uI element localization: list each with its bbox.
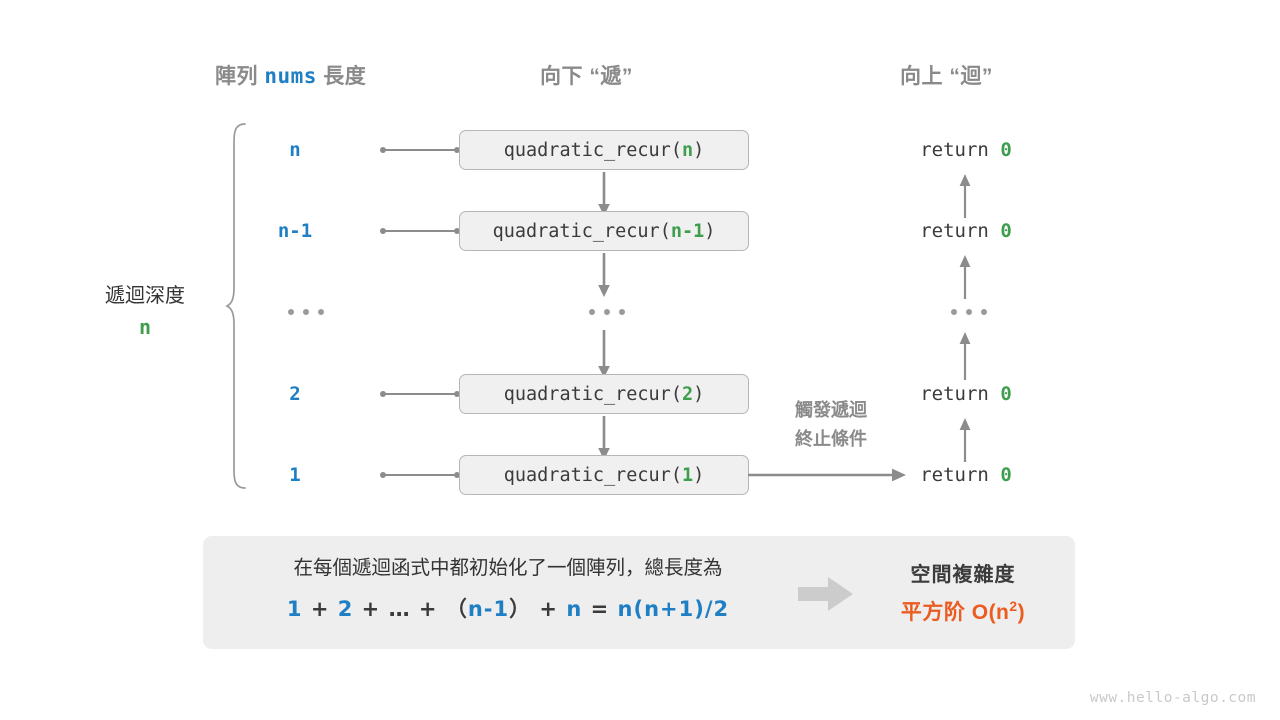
recursion-depth-text: 遞迴深度: [105, 285, 185, 307]
formula-ellipsis: …: [388, 597, 411, 622]
up-arrow-icon: [959, 255, 971, 299]
formula-term-2: 2: [337, 597, 354, 622]
termination-line-2: 終止條件: [795, 429, 867, 450]
array-length-label: 2: [289, 383, 301, 405]
termination-right-arrow-icon: [748, 468, 906, 482]
formula-paren-left: （: [445, 597, 468, 622]
return-keyword: return: [920, 139, 989, 161]
return-keyword: return: [920, 464, 989, 486]
call-box-fn: quadratic_recur: [503, 464, 671, 486]
down-arrow-icon: [598, 330, 610, 378]
formula-paren-right: ）: [509, 597, 532, 622]
return-label-n: return 0: [880, 139, 1052, 161]
return-keyword: return: [920, 383, 989, 405]
depth-brace: [225, 123, 246, 489]
right-block-arrow-icon: [798, 577, 853, 611]
ellipsis-left: [288, 309, 324, 315]
return-label-1: return 0: [880, 464, 1052, 486]
call-box-arg: 1: [681, 464, 694, 486]
ellipsis-right: [951, 309, 987, 315]
formula-op-4: +: [539, 597, 559, 622]
down-arrow-icon: [598, 253, 610, 297]
formula-term-5: n: [566, 597, 583, 622]
formula-equals: =: [590, 597, 610, 622]
termination-annotation: 觸發遞迴 終止條件: [756, 396, 906, 454]
call-box-arg: n: [681, 139, 694, 161]
call-box-2[interactable]: quadratic_recur(2): [459, 374, 749, 414]
header-recursion-down: 向下 “遞”: [540, 65, 633, 88]
return-value: 0: [1000, 464, 1012, 486]
ellipsis-middle: [589, 309, 625, 315]
result-complexity: 平方阶 O(n2): [858, 596, 1068, 626]
call-box-fn: quadratic_recur: [492, 220, 660, 242]
summary-panel: [203, 536, 1075, 649]
call-box-arg: 2: [681, 383, 694, 405]
summary-formula: 1 + 2 + … + （n-1） + n = n(n+1)/2: [228, 593, 788, 623]
return-value: 0: [1000, 383, 1012, 405]
return-value: 0: [1000, 220, 1012, 242]
header-recursion-up: 向上 “迴”: [900, 65, 993, 88]
return-keyword: return: [920, 220, 989, 242]
call-box-1[interactable]: quadratic_recur(1): [459, 455, 749, 495]
watermark: www.hello-algo.com: [1089, 690, 1256, 706]
result-bigo: O(n: [971, 601, 1010, 624]
recursion-depth-value: n: [138, 315, 152, 339]
result-exponent: 2: [1009, 598, 1018, 614]
up-arrow-icon: [959, 332, 971, 380]
header-array-suffix: 長度: [323, 65, 367, 88]
array-length-label: 1: [289, 464, 301, 486]
result-block: 空間複雜度 平方阶 O(n2): [858, 558, 1068, 626]
formula-term-4: n-1: [467, 597, 510, 622]
result-suffix: ): [1017, 601, 1026, 624]
formula-op-3: +: [418, 597, 438, 622]
formula-result: n(n+1)/2: [617, 597, 730, 622]
formula-term-1: 1: [286, 597, 303, 622]
header-array-length: 陣列 nums 長度: [215, 60, 366, 90]
up-arrow-icon: [959, 418, 971, 462]
call-box-n-1[interactable]: quadratic_recur(n-1): [459, 211, 749, 251]
call-box-arg: n-1: [670, 220, 705, 242]
row-connector-line: [380, 391, 460, 397]
call-box-fn: quadratic_recur: [503, 383, 671, 405]
return-value: 0: [1000, 139, 1012, 161]
row-connector-line: [380, 147, 460, 153]
formula-op-1: +: [310, 597, 330, 622]
array-length-label: n: [289, 139, 301, 161]
call-box-fn: quadratic_recur: [503, 139, 671, 161]
return-label-n-1: return 0: [880, 220, 1052, 242]
row-connector-line: [380, 472, 460, 478]
recursion-depth-label: 遞迴深度 n: [70, 281, 220, 344]
termination-line-1: 觸發遞迴: [795, 400, 867, 420]
header-array-var: nums: [264, 64, 317, 88]
formula-op-2: +: [361, 597, 381, 622]
down-arrow-icon: [598, 416, 610, 460]
call-box-n[interactable]: quadratic_recur(n): [459, 130, 749, 170]
return-label-2: return 0: [880, 383, 1052, 405]
summary-text-block: 在每個遞迴函式中都初始化了一個陣列，總長度為 1 + 2 + … + （n-1）…: [228, 554, 788, 623]
up-arrow-icon: [959, 174, 971, 218]
array-length-label: n-1: [277, 220, 313, 242]
result-prefix: 平方阶: [900, 601, 966, 624]
header-array-prefix: 陣列: [215, 65, 258, 88]
result-title: 空間複雜度: [910, 564, 1016, 586]
row-connector-line: [380, 228, 460, 234]
summary-description: 在每個遞迴函式中都初始化了一個陣列，總長度為: [293, 557, 723, 579]
down-arrow-icon: [598, 172, 610, 216]
